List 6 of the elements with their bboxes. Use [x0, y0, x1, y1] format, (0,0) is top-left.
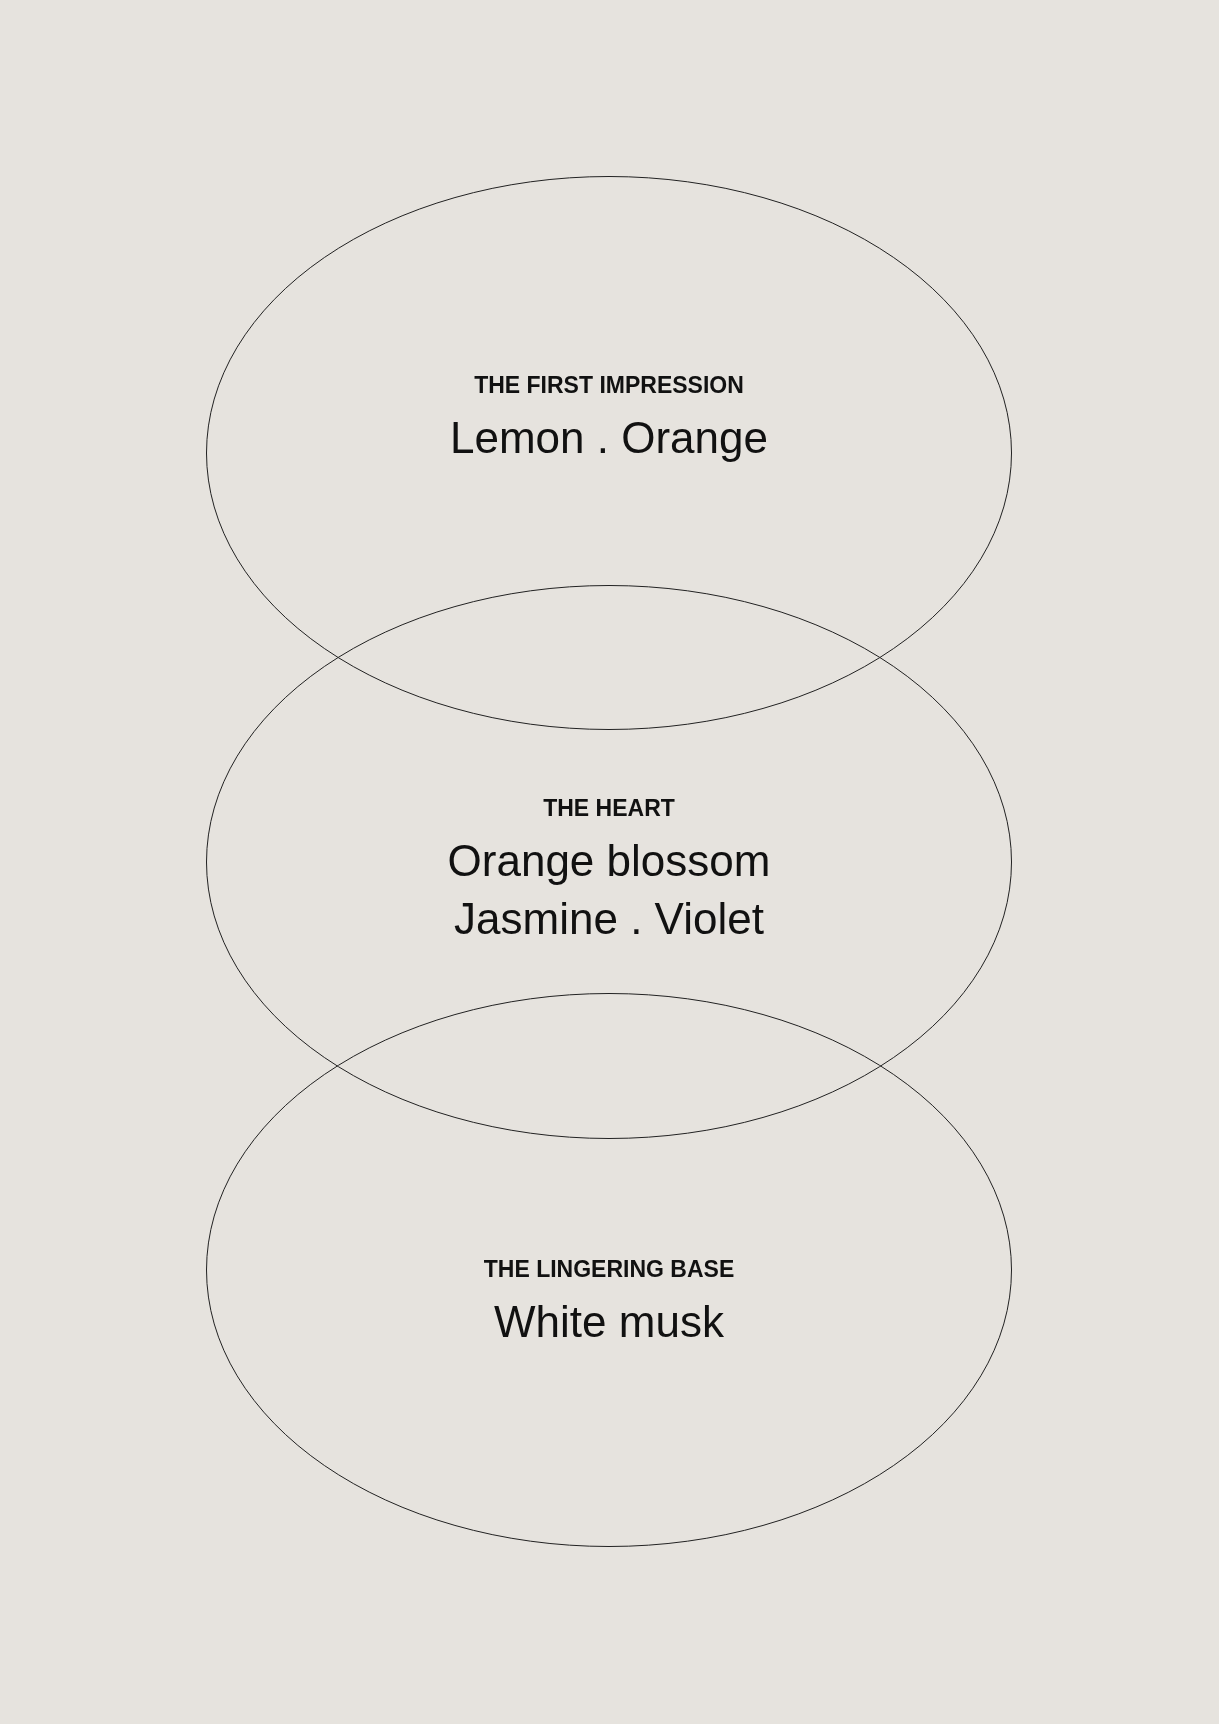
note-list: Orange blossom Jasmine . Violet — [409, 832, 809, 948]
note-list: Lemon . Orange — [409, 409, 809, 467]
note-list: White musk — [409, 1293, 809, 1351]
section-heading: THE HEART — [543, 795, 675, 821]
section-heading: THE LINGERING BASE — [483, 1256, 735, 1282]
section-heading: THE FIRST IMPRESSION — [474, 372, 744, 398]
